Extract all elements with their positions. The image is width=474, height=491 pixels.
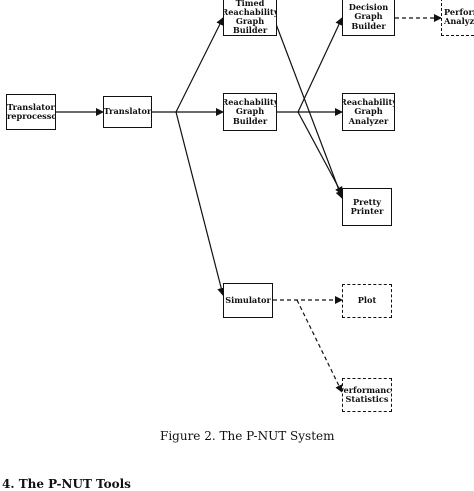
edge-branch-to-timed-reachability [175, 17, 224, 113]
node-decision-graph-builder: Decision Graph Builder [342, 0, 395, 36]
node-plot: Plot [342, 284, 392, 318]
edge-branch-to-pretty-printer [297, 111, 343, 195]
node-translator-preprocessor: Translator Preprocessor [6, 94, 56, 130]
node-reachability-graph-analyzer: Reachability Graph Analyzer [342, 93, 395, 131]
node-reachability-graph-builder: Reachability Graph Builder [223, 93, 277, 131]
node-translator: Translator [103, 96, 152, 128]
edge-branch-to-decision-graph [297, 17, 343, 113]
edge-branch-to-simulator [175, 111, 226, 296]
edge-simulator-to-performance-statistics [296, 299, 343, 393]
node-timed-reachability-graph-builder: Timed Reachability Graph Builder [223, 0, 277, 36]
node-pretty-printer: Pretty Printer [342, 188, 392, 226]
edge-timed-reachability-to-pretty-printer [275, 23, 344, 199]
node-performance-analyzer: Performance Analyzer [441, 0, 474, 36]
figure-caption: Figure 2. The P-NUT System [160, 429, 335, 443]
node-performance-statistics: Performance Statistics [342, 378, 392, 412]
node-simulator: Simulator [223, 283, 273, 318]
section-heading: 4. The P-NUT Tools [2, 477, 131, 491]
